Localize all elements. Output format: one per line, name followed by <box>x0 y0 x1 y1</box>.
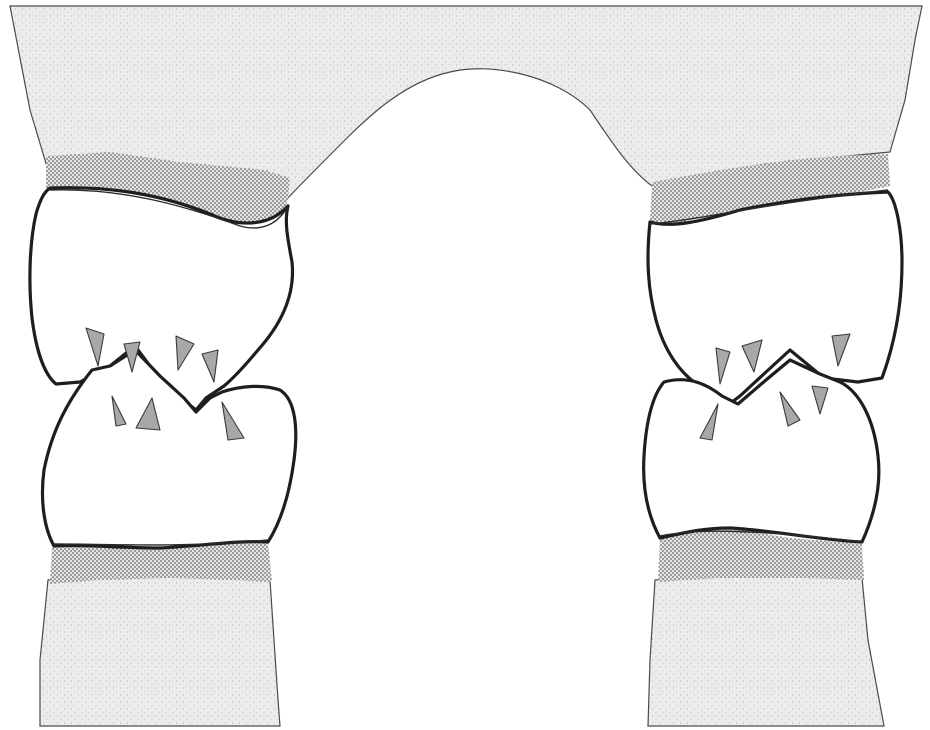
lower-left-alveolar-bone <box>40 576 280 726</box>
lower-right-tooth-crown <box>644 360 879 542</box>
lower-right-alveolar-bone <box>648 576 884 726</box>
lower-jaw <box>40 530 884 726</box>
